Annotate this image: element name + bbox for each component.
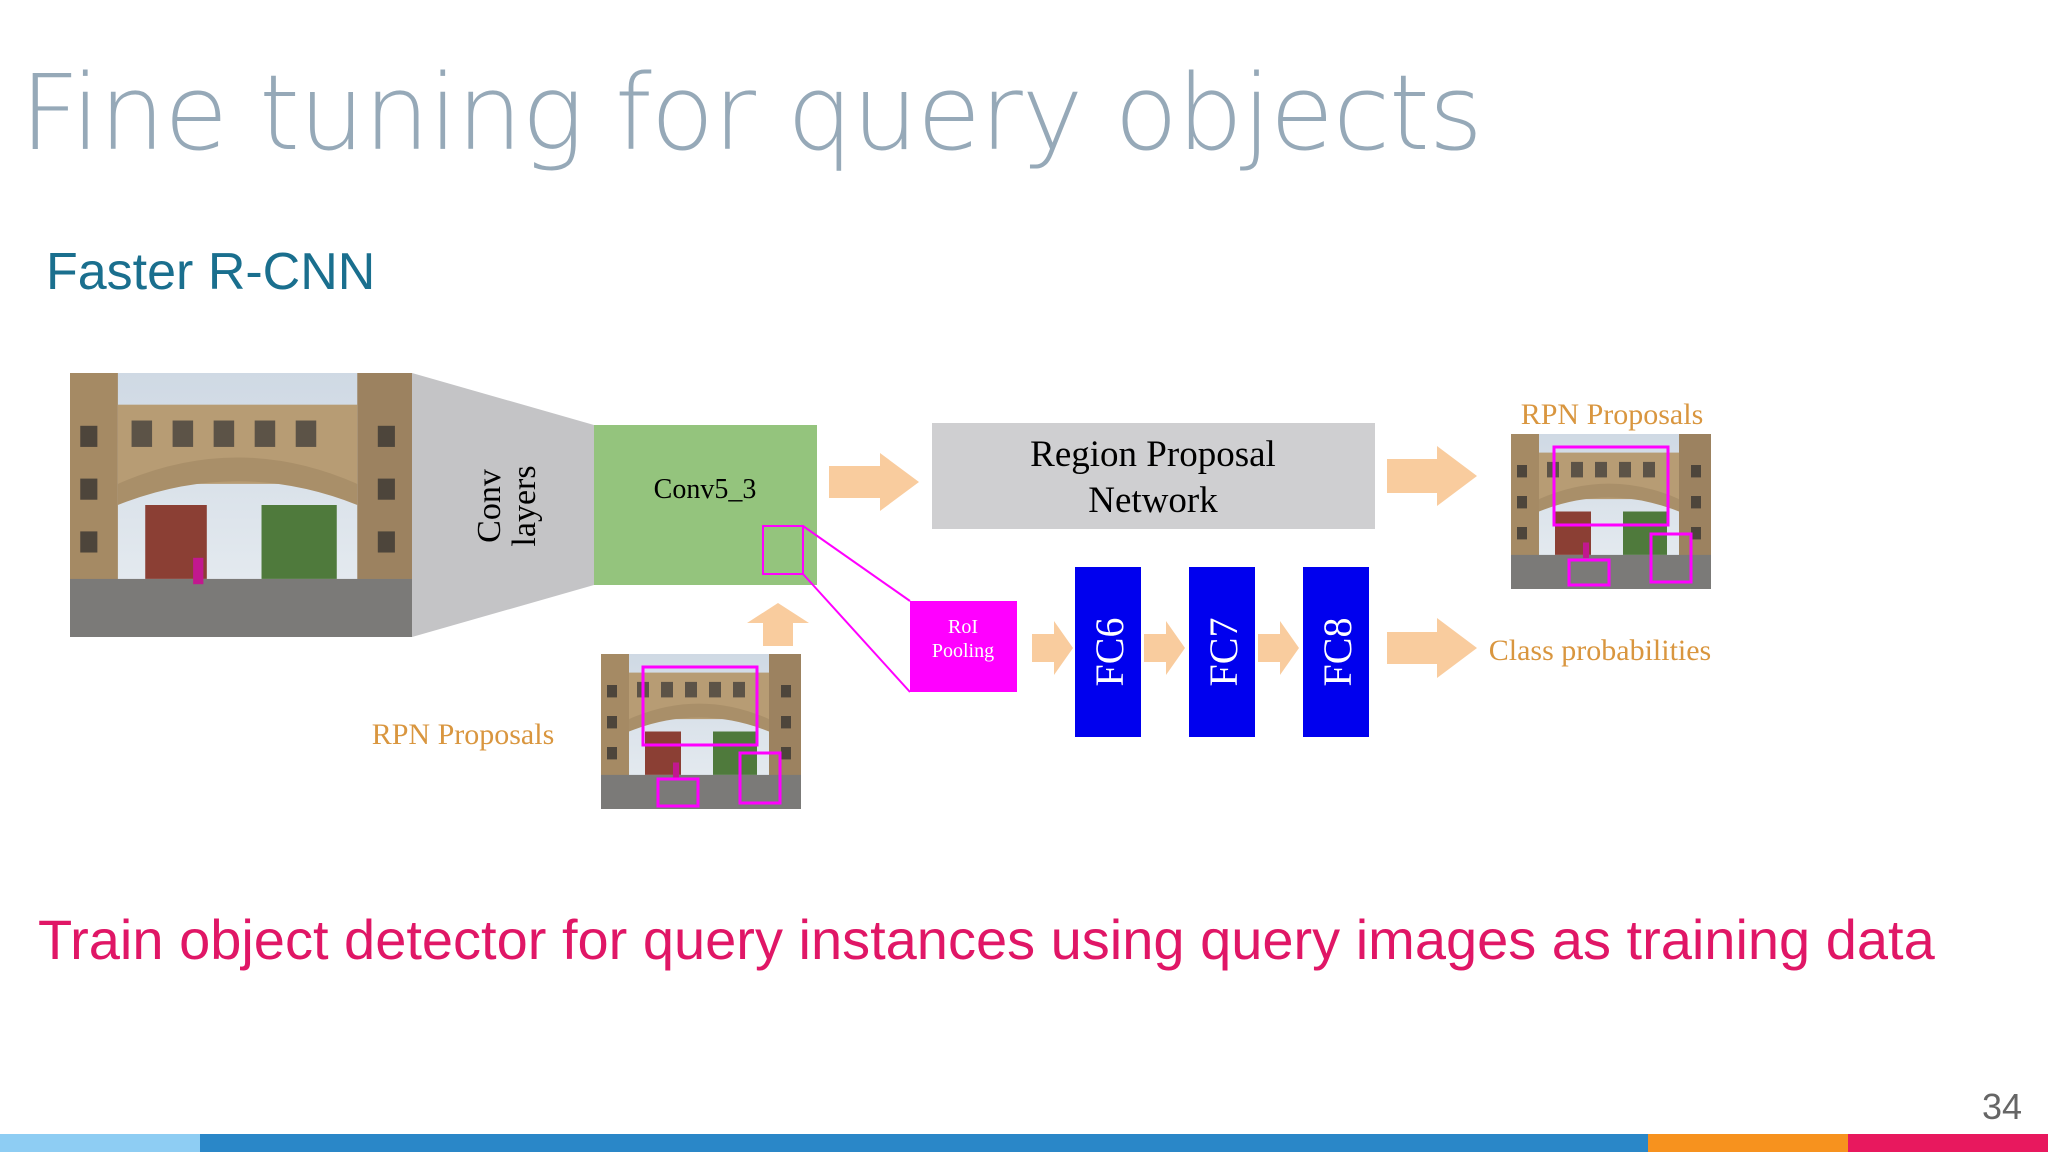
fc7-block xyxy=(1189,567,1255,737)
arrow-to-rpn xyxy=(829,453,919,511)
rpn-proposals-input-image xyxy=(601,654,801,809)
conv5-3-block xyxy=(594,425,817,585)
fc8-label: FC8 xyxy=(1315,618,1360,687)
proposal-box xyxy=(1552,445,1670,527)
fc7-label: FC7 xyxy=(1201,618,1246,687)
rpn-box-label-line2: Network xyxy=(1088,480,1218,521)
arrow-fc7-to-fc8 xyxy=(1258,621,1299,675)
arrow-rpn-out xyxy=(1387,446,1477,506)
footer-bar-segment xyxy=(1648,1134,1848,1152)
roi-pooling-label-line1: RoI xyxy=(948,616,978,638)
footer-bar-segment xyxy=(200,1134,1648,1152)
region-proposal-network-box xyxy=(932,423,1375,529)
proposal-box xyxy=(656,777,700,808)
arrow-roi-to-fc6 xyxy=(1032,621,1073,675)
class-probabilities-label: Class probabilities xyxy=(1489,634,1711,667)
slide-caption: Train object detector for query instance… xyxy=(38,908,1935,971)
conv-layers-funnel xyxy=(412,373,594,637)
arrow-to-class-probabilities xyxy=(1387,618,1477,678)
conv-layers-label-line2: layers xyxy=(506,465,543,546)
proposal-box xyxy=(1567,558,1611,587)
footer-bar-segment xyxy=(0,1134,200,1152)
page-number: 34 xyxy=(1981,1086,2022,1127)
fc6-label: FC6 xyxy=(1087,618,1132,687)
rpn-proposals-output-label: RPN Proposals xyxy=(1521,398,1704,431)
fc6-block xyxy=(1075,567,1141,737)
projection-line-top xyxy=(802,525,911,602)
conv5-3-label: Conv5_3 xyxy=(654,474,757,505)
conv-layers-label-line1: Conv xyxy=(471,469,508,543)
projection-line-bottom xyxy=(802,573,911,693)
rpn-box-label-line1: Region Proposal xyxy=(1030,434,1276,475)
arrow-up-to-conv5 xyxy=(747,603,809,646)
conv5-feature-window xyxy=(762,525,804,575)
proposal-box xyxy=(641,665,759,747)
rpn-proposals-input-label: RPN Proposals xyxy=(372,718,555,751)
proposal-box xyxy=(1649,532,1693,584)
slide-title: Fine tuning for query objects xyxy=(20,52,1483,174)
roi-pooling-block xyxy=(910,601,1017,692)
rpn-proposals-output-image xyxy=(1511,434,1711,589)
arrow-fc6-to-fc7 xyxy=(1144,621,1185,675)
fc8-block xyxy=(1303,567,1369,737)
footer-color-bar xyxy=(0,1134,2048,1152)
roi-pooling-label-line2: Pooling xyxy=(932,640,994,662)
proposal-box xyxy=(738,751,782,805)
slide-subtitle: Faster R-CNN xyxy=(46,243,376,301)
footer-bar-segment xyxy=(1848,1134,2048,1152)
input-image xyxy=(70,373,412,637)
